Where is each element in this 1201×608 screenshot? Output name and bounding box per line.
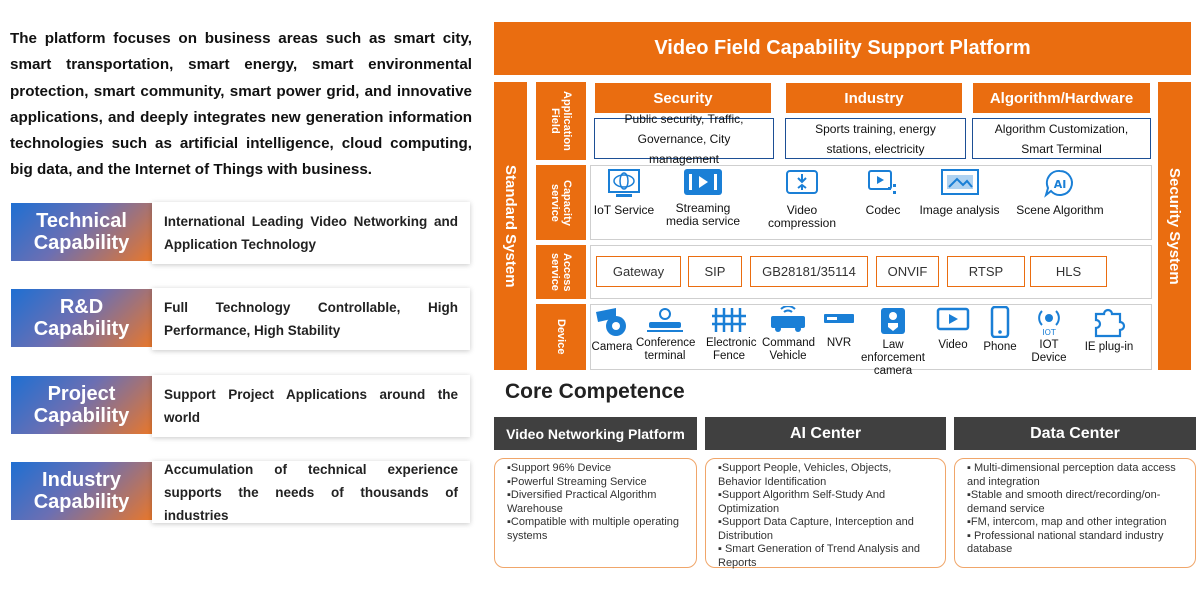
- capacity-item: Streaming media service: [658, 168, 748, 240]
- device-label: Electronic Fence: [706, 337, 757, 362]
- access-item: GB28181/35114: [750, 256, 868, 287]
- row-label-access: Access service: [536, 245, 586, 299]
- device-label: IOT Device: [1031, 339, 1067, 364]
- area-head-industry: Industry: [785, 82, 963, 114]
- capability-label: Technical Capability: [11, 203, 152, 261]
- camera-icon: [596, 308, 626, 336]
- row-label-capacity: Capacity service: [536, 165, 586, 240]
- device-item: Camera: [588, 306, 636, 354]
- platform-title: Video Field Capability Support Platform: [494, 22, 1191, 75]
- device-item: IOT IOT Device: [1026, 306, 1072, 365]
- core-head-video-networking: Video Networking Platform: [494, 417, 697, 450]
- capability-desc: Full Technology Controllable, High Perfo…: [152, 288, 470, 350]
- capacity-label: Scene Algorithm: [1016, 203, 1104, 217]
- phone-icon: [990, 306, 1010, 338]
- law-enforcement-camera-icon: [881, 308, 905, 334]
- iot-service-icon: [608, 169, 640, 197]
- core-item: ▪Support Algorithm Self-Study And Optimi…: [718, 489, 886, 515]
- codec-icon: [868, 170, 896, 194]
- core-item: ▪Support 96% Device: [507, 462, 612, 474]
- core-body-video-networking: ▪Support 96% Device ▪Powerful Streaming …: [494, 458, 697, 568]
- core-item: ▪Compatible with multiple operating syst…: [507, 516, 680, 542]
- area-head-algorithm: Algorithm/Hardware: [972, 82, 1151, 114]
- standard-system-bar: Standard System: [494, 82, 527, 370]
- core-body-data-center: ▪ Multi-dimensional perception data acce…: [954, 458, 1196, 568]
- capability-desc: Support Project Applications around the …: [152, 375, 470, 437]
- area-body-security: Public security, Traffic, Governance, Ci…: [594, 112, 774, 166]
- core-item: ▪Support Data Capture, Interception and …: [718, 516, 914, 542]
- device-item: Electronic Fence: [706, 306, 757, 363]
- core-head-ai-center: AI Center: [705, 417, 946, 450]
- device-row: [590, 304, 1152, 370]
- svg-text:AI: AI: [1054, 178, 1067, 191]
- capacity-label: Codec: [865, 203, 901, 217]
- capacity-row: [590, 165, 1152, 240]
- video-icon: [936, 307, 970, 331]
- device-item: Command Vehicle: [762, 306, 816, 363]
- device-label: IE plug-in: [1084, 341, 1134, 353]
- area-head-security: Security: [594, 82, 772, 114]
- nvr-icon: [824, 314, 854, 323]
- core-item: ▪Powerful Streaming Service: [507, 475, 647, 488]
- device-item: Video: [932, 306, 974, 352]
- core-title: Core Competence: [505, 380, 685, 403]
- device-label: Video: [938, 339, 968, 351]
- capacity-label: IoT Service: [593, 203, 655, 217]
- device-item: IE plug-in: [1080, 306, 1138, 354]
- conference-terminal-icon: [647, 308, 683, 332]
- capability-label: Project Capability: [11, 376, 152, 434]
- capacity-item: AI Scene Algorithm: [1010, 168, 1110, 240]
- device-label: Command Vehicle: [762, 337, 816, 362]
- capability-label: Industry Capability: [11, 462, 152, 520]
- access-item: HLS: [1030, 256, 1107, 287]
- core-item: ▪ Smart Generation of Trend Analysis and…: [718, 543, 921, 569]
- row-label-application: Application Field: [536, 82, 586, 160]
- ai-icon: AI: [1044, 169, 1073, 198]
- access-item: RTSP: [947, 256, 1025, 287]
- capacity-label: Image analysis: [919, 203, 1000, 217]
- capacity-label: Video compression: [767, 203, 837, 230]
- streaming-media-icon: [684, 169, 722, 195]
- core-item: ▪ Multi-dimensional perception data acce…: [967, 462, 1176, 488]
- device-item: Conference terminal: [636, 306, 696, 363]
- core-item: ▪Diversified Practical Algorithm Warehou…: [507, 489, 657, 515]
- image-analysis-icon: [940, 169, 979, 195]
- device-item: Law enforcement camera: [858, 306, 928, 378]
- capacity-label: Streaming media service: [665, 201, 741, 228]
- svg-text:IOT: IOT: [1042, 328, 1056, 336]
- electronic-fence-icon: [712, 308, 746, 332]
- video-compression-icon: [786, 170, 818, 194]
- core-item: ▪Stable and smooth direct/recording/on-d…: [967, 489, 1161, 515]
- core-item: ▪ Professional national standard industr…: [967, 529, 1164, 556]
- capacity-item: Codec: [838, 168, 928, 240]
- capability-desc: International Leading Video Networking a…: [152, 202, 470, 264]
- area-body-algorithm: Algorithm Customization, Smart Terminal: [972, 118, 1151, 159]
- access-item: SIP: [688, 256, 742, 287]
- device-label: NVR: [826, 337, 852, 349]
- core-body-ai-center: ▪Support People, Vehicles, Objects, Beha…: [705, 458, 946, 569]
- command-vehicle-icon: [771, 306, 805, 332]
- core-item: ▪Support People, Vehicles, Objects, Beha…: [718, 462, 892, 488]
- device-label: Conference terminal: [636, 337, 696, 362]
- capacity-item: Video compression: [752, 168, 852, 240]
- capacity-item: IoT Service: [579, 168, 669, 240]
- device-label: Camera: [591, 341, 633, 353]
- capability-desc: Accumulation of technical experience sup…: [152, 461, 470, 523]
- device-label: Phone: [983, 341, 1017, 353]
- access-item: Gateway: [596, 256, 681, 287]
- security-system-bar: Security System: [1158, 82, 1191, 370]
- core-head-data-center: Data Center: [954, 417, 1196, 450]
- area-body-industry: Sports training, energy stations, electr…: [785, 118, 966, 159]
- capacity-item: Image analysis: [912, 168, 1007, 240]
- access-item: ONVIF: [876, 256, 939, 287]
- device-item: NVR: [820, 306, 858, 350]
- capability-label: R&D Capability: [11, 289, 152, 347]
- iot-device-icon: IOT: [1038, 310, 1060, 336]
- intro-text: The platform focuses on business areas s…: [10, 30, 472, 179]
- plugin-icon: [1094, 308, 1126, 338]
- device-label: Law enforcement camera: [861, 339, 925, 377]
- core-item: ▪FM, intercom, map and other integration: [967, 516, 1167, 528]
- device-item: Phone: [979, 306, 1021, 354]
- row-label-device: Device: [536, 304, 586, 370]
